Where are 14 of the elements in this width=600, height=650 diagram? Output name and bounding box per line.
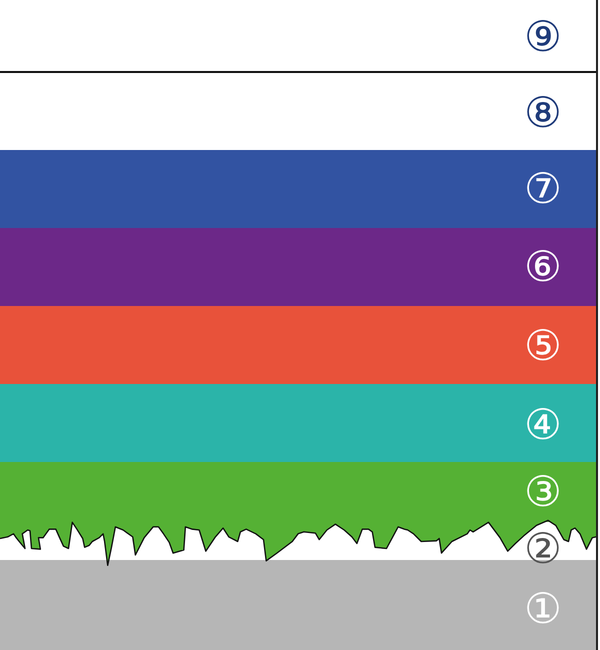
- layer-number: ①: [524, 588, 562, 630]
- layer-number: ④: [524, 404, 562, 446]
- layer-band: [0, 228, 596, 306]
- layer-number: ⑤: [524, 325, 562, 367]
- layer-number: ⑥: [524, 246, 562, 288]
- layer-band: [0, 462, 596, 522]
- layer-number: ⑨: [524, 16, 562, 58]
- layer-number: ③: [524, 471, 562, 513]
- layer-number: ⑦: [524, 168, 562, 210]
- layer-number: ②: [524, 528, 562, 570]
- layer-band: [0, 150, 596, 228]
- layer-band: [0, 306, 596, 384]
- layer-number: ⑧: [524, 92, 562, 134]
- layer-band: [0, 384, 596, 462]
